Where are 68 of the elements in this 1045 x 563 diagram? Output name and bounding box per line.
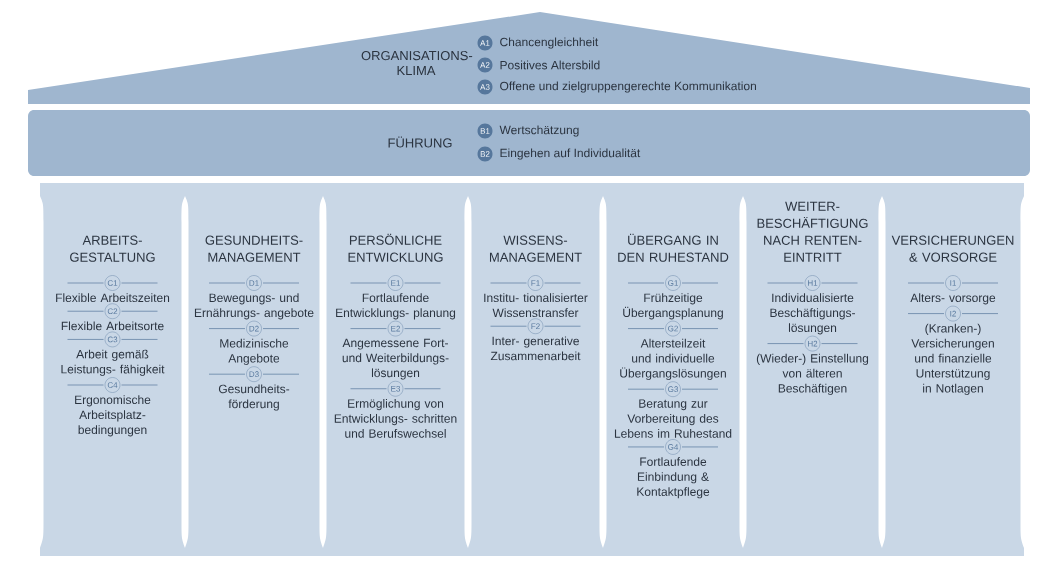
item-text: Angemessene Fort- und Weiterbildungs- lösungen [342,338,449,380]
pillar [603,183,743,556]
code-badge: G2 [665,320,681,337]
pillar [882,183,1024,556]
item-text: Beratung zur Vorbereitung des Lebens im Ruhestand [614,399,732,438]
item-text: Flexible Arbeitsorte [61,321,164,331]
item-text: Bewegungs- und Ernährungs- angebote [194,293,314,320]
item-text: Institu- tionalisierter Wissenstransfer [484,293,588,317]
code-badge: D2 [246,320,262,337]
pillar-heading: GESUNDHEITS- MANAGEMENT [205,235,303,262]
item-text: Alters- vorsorge [910,293,996,305]
code-badge: B2 [477,146,493,162]
code-badge: H2 [804,335,821,352]
pillar [468,183,603,556]
pillar [743,183,882,556]
code-badge: E3 [387,381,404,397]
pillar [185,183,323,556]
code-badge: F1 [527,275,544,291]
code-badge: C3 [104,331,121,348]
item-text: (Kranken-) Versicherungen und finanzielle Unterstützung in Notlagen [911,323,994,395]
code-badge: A3 [477,79,493,95]
item-text: Eingehen auf Individualität [500,148,641,160]
code-badge: I1 [945,275,961,291]
item-text: Offene und zielgruppengerechte Kommunikation [500,81,756,93]
band [28,110,1030,176]
code-badge: A1 [477,35,493,51]
item-text: Wertschätzung [499,125,579,137]
pillar-heading: VERSICHERUNGEN & VORSORGE [891,235,1014,262]
item-text: Fortlaufende Einbindung & Kontaktpflege [637,457,710,499]
code-badge: C1 [104,275,121,291]
code-badge: A2 [477,57,493,73]
code-badge: H1 [804,275,821,291]
pillar-heading: ARBEITS- GESTALTUNG [70,235,155,262]
pillar [323,183,468,556]
code-badge: G4 [665,439,681,455]
item-text: Flexible Arbeitszeiten [56,293,170,302]
pillar-heading: WISSENS- MANAGEMENT [490,235,582,262]
pillar-heading: PERSÖNLICHE ENTWICKLUNG [348,233,443,262]
item-text: (Wieder-) Einstellung von älteren Beschäftigen [756,353,869,395]
item-text: Altersteilzeit und individuelle Übergangslösungen [620,338,726,380]
item-text: Ergonomische Arbeitsplatz- bedingungen [75,395,151,437]
item-text: Individualisierte Beschäftigungs- lösungen [770,293,855,335]
item-text: Inter- generative Zusammenarbeit [490,336,581,361]
code-badge: G1 [665,275,681,291]
band-heading: FÜHRUNG [388,136,452,148]
item-text: Fortlaufende Entwicklungs- planung [336,293,456,320]
pillar-heading: ÜBERGANG IN DEN RUHESTAND [618,233,729,262]
code-badge: B1 [477,123,493,139]
roof-heading: ORGANISATIONS- KLIMA [361,50,473,76]
item-text: Ermöglichung von Entwicklungs- schritten und Berufswechsel [334,398,457,438]
code-badge: E1 [387,275,404,291]
item-text: Frühzeitige Übergangsplanung [623,293,723,320]
code-badge: E2 [387,320,404,337]
code-badge: F2 [527,318,544,334]
code-badge: C4 [104,377,121,393]
pillar-heading: WEITER- BESCHÄFTIGUNG NACH RENTEN- EINTRITT [757,201,868,262]
roof [28,12,1030,104]
code-badge: I2 [945,305,961,322]
pillar [40,183,185,556]
item-text: Positives Altersbild [500,60,600,70]
item-text: Chancengleichheit [500,37,599,49]
code-badge: D1 [246,275,262,291]
code-badge: D3 [246,366,262,382]
code-badge: G3 [665,381,681,397]
item-text: Medizinische Angebote [220,338,289,365]
item-text: Arbeit gemäß Leistungs- fähigkeit [61,349,165,376]
item-text: Gesundheits- förderung [218,384,290,411]
code-badge: C2 [104,303,121,319]
